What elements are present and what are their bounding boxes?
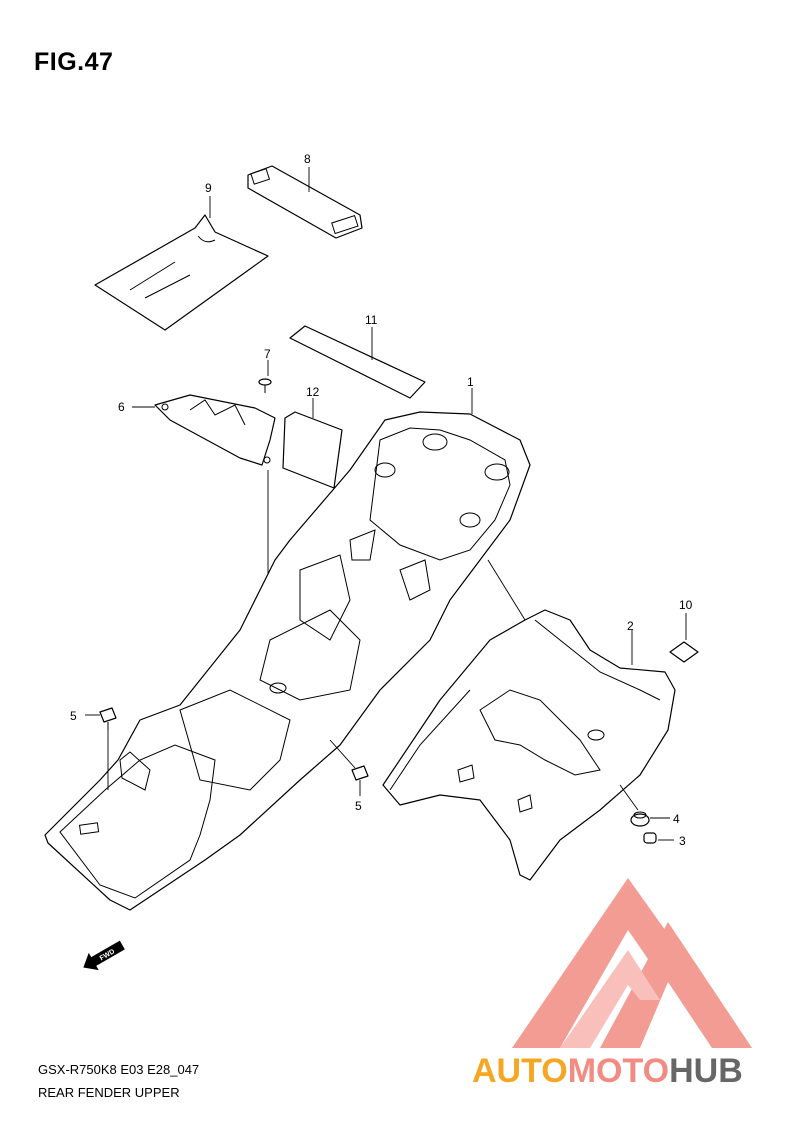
fwd-arrow-icon: FWD: [83, 940, 125, 971]
watermark-logo: [512, 878, 752, 1048]
part-10-pad: [669, 613, 699, 663]
callout-5-right: 5: [355, 799, 362, 813]
part-1-rear-fender: [44, 388, 597, 911]
callout-7: 7: [264, 347, 271, 361]
part-9-tool-bag: [94, 196, 269, 331]
part-11-pad: [289, 325, 426, 399]
part-2-cover: [382, 609, 676, 881]
callout-5-left: 5: [70, 709, 77, 723]
callout-11: 11: [365, 313, 378, 327]
callout-1: 1: [467, 375, 474, 389]
part-5-bolt-right: [351, 765, 369, 796]
model-code: GSX-R750K8 E03 E28_047: [38, 1062, 200, 1077]
part-8-strap: [247, 165, 363, 239]
part-5-bolt-left: [85, 707, 117, 790]
callout-3: 3: [679, 834, 686, 848]
callout-10: 10: [679, 598, 693, 612]
callout-6: 6: [118, 400, 125, 414]
watermark-moto: MOTO: [568, 1052, 669, 1090]
callout-12: 12: [306, 385, 320, 399]
part-4-grommet: [630, 811, 670, 827]
part-3-collar: [643, 832, 674, 844]
callout-9: 9: [205, 181, 212, 195]
callout-2: 2: [627, 619, 634, 633]
part-12-label: [282, 398, 343, 489]
watermark-text: AUTOMOTOHUB: [472, 1052, 743, 1090]
section-name: REAR FENDER UPPER: [38, 1085, 180, 1100]
part-6-bracket: [132, 394, 276, 466]
callout-8: 8: [304, 152, 311, 166]
callout-4: 4: [673, 812, 680, 826]
watermark-hub: HUB: [669, 1052, 743, 1090]
fwd-label: FWD: [99, 948, 116, 962]
watermark-auto: AUTO: [472, 1052, 568, 1090]
figure-title: FIG.47: [34, 48, 114, 76]
